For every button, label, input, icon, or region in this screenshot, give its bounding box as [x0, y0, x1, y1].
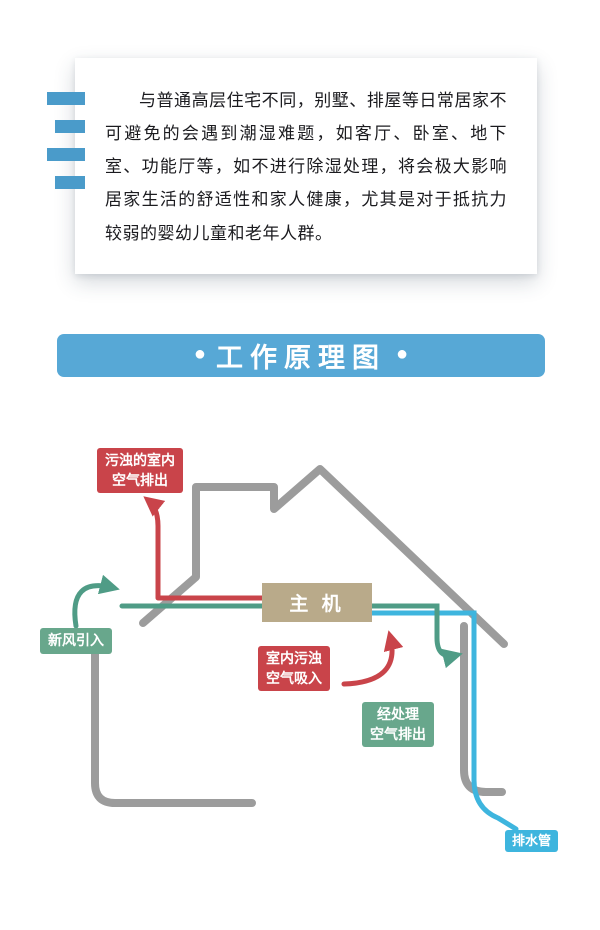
label-line: 室内污浊 [266, 650, 322, 666]
main-unit-box [262, 583, 372, 622]
drain-pipe-line [347, 610, 519, 832]
label-drain-pipe: 排水管 [505, 830, 559, 853]
house-diagram-svg: 主 机 [72, 465, 519, 832]
intro-paragraph: 与普通高层住宅不同，别墅、排屋等日常居家不可避免的会遇到潮湿难题，如客厅、卧室、… [105, 91, 507, 243]
label-line: 污浊的室内 [105, 452, 175, 468]
label-line: 经处理 [377, 706, 419, 722]
banner-bullet-left: ● [193, 343, 206, 365]
left-wall-outline [91, 639, 256, 807]
decorative-bar [47, 92, 85, 105]
label-fresh-air-intake: 新风引入 [40, 628, 112, 654]
intro-card: 与普通高层住宅不同，别墅、排屋等日常居家不可避免的会遇到潮湿难题，如客厅、卧室、… [75, 58, 537, 274]
fresh-air-intake-arrow [72, 574, 120, 629]
main-unit-label: 主 机 [289, 593, 344, 615]
decorative-bar [47, 148, 85, 161]
label-line: 新风引入 [48, 632, 104, 648]
right-wall-outline [460, 622, 506, 796]
label-polluted-indoor-air-exhaust: 污浊的室内 空气排出 [97, 448, 183, 494]
working-principle-diagram: 主 机 污浊的室内 空气排出 新风引入 室内污浊 空气吸入 经处理 空气排出 排… [0, 430, 600, 930]
roof-outline [139, 465, 508, 648]
section-banner: ● 工作原理图 ● [57, 334, 545, 377]
label-indoor-polluted-air-intake: 室内污浊 空气吸入 [258, 646, 330, 692]
banner-bullet-right: ● [396, 343, 409, 365]
label-line: 排水管 [512, 833, 552, 848]
label-line: 空气吸入 [266, 669, 322, 686]
label-line: 空气排出 [112, 471, 168, 488]
indoor-exhaust-line [143, 496, 265, 601]
banner-title: 工作原理图 [216, 343, 386, 373]
supply-air-line [119, 603, 463, 669]
label-treated-air-exhaust: 经处理 空气排出 [362, 702, 434, 748]
decorative-bar [55, 120, 85, 133]
indoor-intake-arrow [341, 630, 404, 687]
label-line: 空气排出 [370, 725, 426, 742]
decorative-bar [55, 176, 85, 189]
